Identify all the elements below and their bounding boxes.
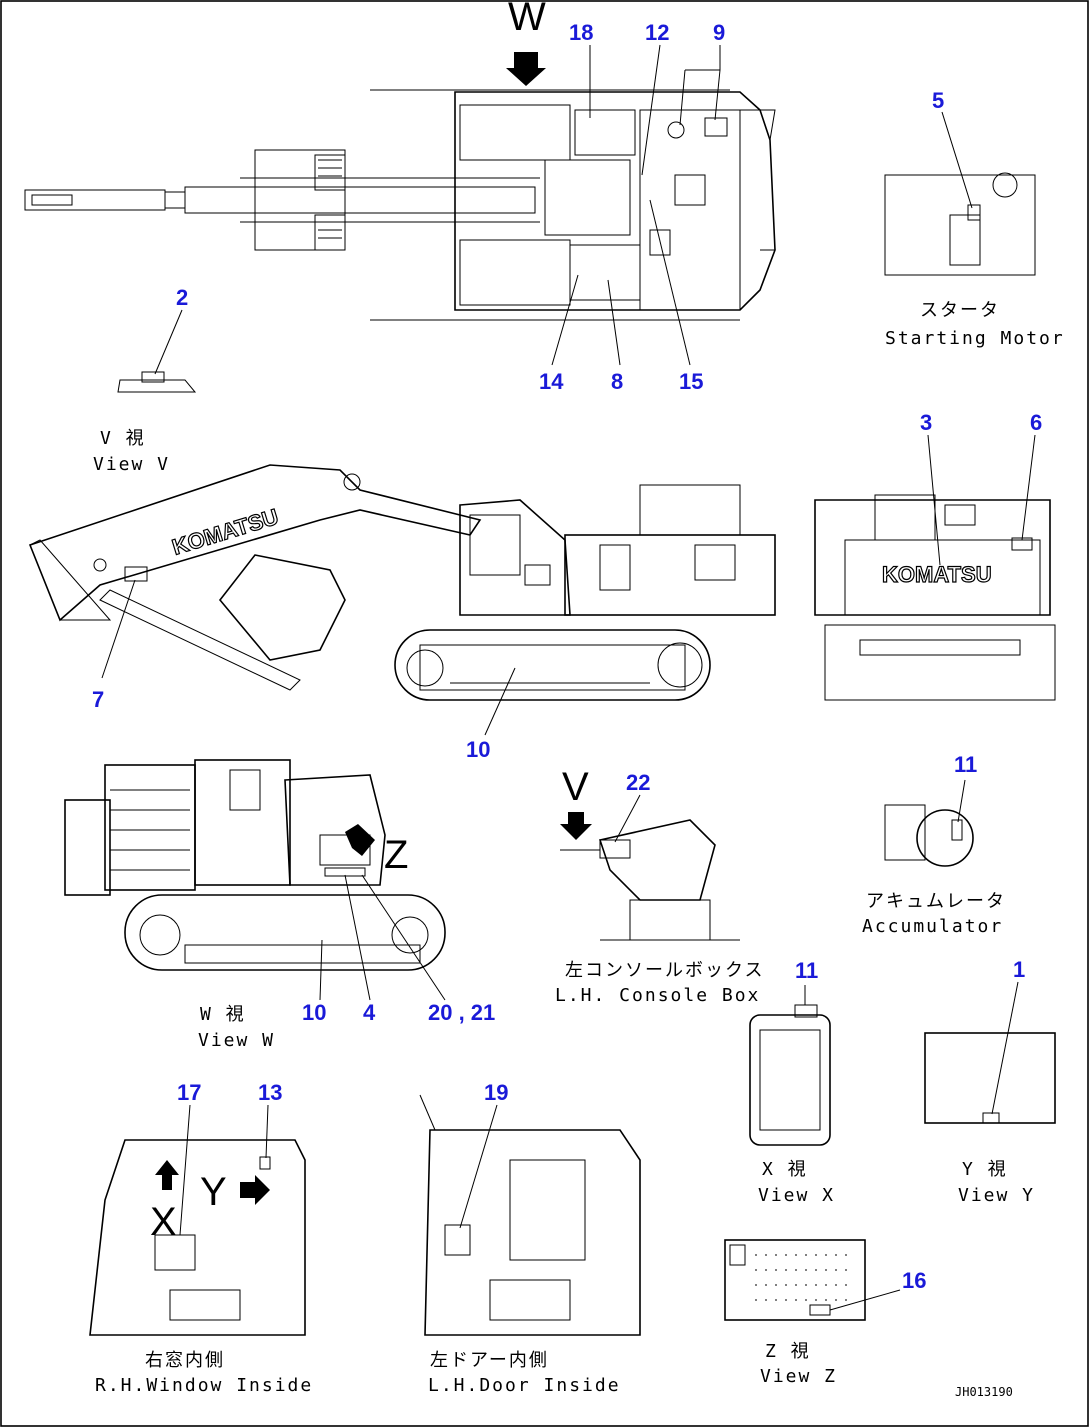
caption-view-x-jp: X 視 — [762, 1159, 808, 1180]
caption-view-z-jp: Z 視 — [765, 1341, 811, 1362]
caption-view-y-en: View Y — [958, 1185, 1035, 1206]
caption-rh-window-jp: 右窓内側 — [145, 1350, 225, 1371]
callout-9: 9 — [713, 20, 725, 45]
callout-6: 6 — [1030, 410, 1042, 435]
caption-lh-door-en: L.H.Door Inside — [428, 1375, 621, 1396]
z-arrow-icon — [345, 824, 375, 856]
view-letter-w: W — [508, 0, 546, 39]
caption-accumulator-jp: アキュムレータ — [866, 891, 1006, 912]
caption-rh-window-en: R.H.Window Inside — [95, 1375, 313, 1396]
brand-side: KOMATSU — [169, 504, 281, 560]
callout-12: 12 — [645, 20, 669, 45]
callout-2: 2 — [176, 285, 188, 310]
view-w-excavator: Z — [64, 759, 446, 1001]
callout-5: 5 — [932, 88, 944, 113]
drawing-code: JH013190 — [955, 1385, 1013, 1399]
caption-view-v-jp: V 視 — [100, 428, 146, 449]
callout-10-view-w: 10 — [302, 1000, 326, 1025]
side-view-excavator: KOMATSU — [28, 464, 776, 736]
caption-view-w-en: View W — [198, 1030, 275, 1051]
callout-7: 7 — [92, 687, 104, 712]
lh-door-detail — [419, 1094, 641, 1336]
callout-17: 17 — [177, 1080, 201, 1105]
callout-11-view-x: 11 — [795, 958, 818, 983]
callout-4: 4 — [363, 1000, 376, 1025]
view-letter-x: X — [150, 1200, 177, 1244]
top-view-excavator: W — [24, 0, 776, 366]
caption-console-jp: 左コンソールボックス — [565, 960, 764, 981]
view-y-detail — [924, 981, 1056, 1124]
view-letter-v: V — [562, 765, 589, 809]
callout-8: 8 — [611, 369, 623, 394]
caption-lh-door-jp: 左ドアー内側 — [430, 1350, 549, 1371]
caption-view-w-jp: W 視 — [200, 1004, 246, 1025]
caption-console-en: L.H. Console Box — [555, 985, 760, 1006]
callout-10-side: 10 — [466, 737, 490, 762]
down-arrow-icon — [506, 52, 546, 86]
callout-3: 3 — [920, 410, 932, 435]
view-z-detail — [724, 1239, 901, 1321]
caption-view-v-en: View V — [93, 454, 170, 475]
down-arrow-icon — [560, 812, 592, 840]
caption-view-z-en: View Z — [760, 1366, 837, 1387]
accumulator-detail — [884, 779, 974, 867]
view-x-detail — [749, 985, 831, 1146]
right-arrow-icon — [240, 1175, 270, 1205]
callout-13: 13 — [258, 1080, 282, 1105]
callout-22: 22 — [626, 770, 650, 795]
up-arrow-icon — [155, 1160, 179, 1190]
view-letter-z: Z — [384, 833, 408, 877]
brand-rear: KOMATSU — [882, 562, 992, 587]
view-v-detail — [117, 309, 197, 393]
callout-15: 15 — [679, 369, 703, 394]
caption-starting-motor-en: Starting Motor — [885, 328, 1065, 349]
callout-16: 16 — [902, 1268, 926, 1293]
callout-1: 1 — [1013, 957, 1025, 982]
callout-18: 18 — [569, 20, 593, 45]
view-letter-y: Y — [200, 1170, 227, 1214]
callout-11-accumulator: 11 — [954, 752, 977, 777]
grid-dots — [755, 1254, 855, 1301]
callout-14: 14 — [539, 369, 564, 394]
rear-view-excavator: KOMATSU — [814, 434, 1056, 701]
callout-19: 19 — [484, 1080, 508, 1105]
starting-motor-detail — [884, 111, 1036, 276]
caption-view-x-en: View X — [758, 1185, 835, 1206]
caption-starting-motor-jp: スタータ — [920, 300, 1000, 321]
caption-accumulator-en: Accumulator — [862, 916, 1003, 937]
console-box-detail: V — [560, 765, 740, 941]
caption-view-y-jp: Y 視 — [962, 1159, 1008, 1180]
callout-20-21: 20 , 21 — [428, 1000, 495, 1025]
rh-window-detail: X Y — [89, 1104, 306, 1336]
